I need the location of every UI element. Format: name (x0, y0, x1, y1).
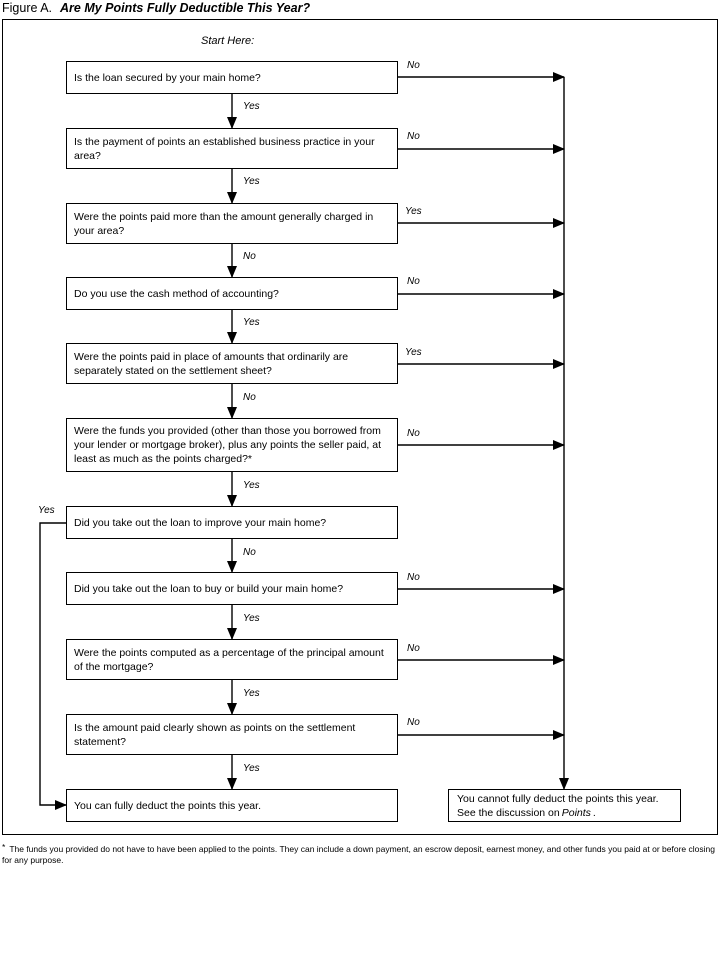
side-label-3: Yes (405, 206, 422, 217)
question-text-5: Were the points paid in place of amounts… (74, 350, 349, 377)
question-text-9: Were the points computed as a percentage… (74, 646, 384, 673)
left-yes-path (39, 522, 67, 810)
question-box-9: Were the points computed as a percentage… (66, 639, 398, 680)
outcome-no-prefix: You cannot fully deduct the points this … (457, 792, 659, 819)
down-label-6: Yes (243, 480, 260, 491)
question-text-4: Do you use the cash method of accounting… (74, 287, 279, 300)
flowchart-frame (2, 19, 718, 835)
question-box-5: Were the points paid in place of amounts… (66, 343, 398, 384)
down-label-10: Yes (243, 763, 260, 774)
down-label-9: Yes (243, 688, 260, 699)
outcome-can-deduct-text: You can fully deduct the points this yea… (74, 799, 261, 812)
down-label-4: Yes (243, 317, 260, 328)
side-label-4: No (407, 276, 420, 287)
side-label-2: No (407, 131, 420, 142)
outcome-no-suffix: . (592, 806, 596, 819)
footnote-marker: * (2, 842, 6, 852)
question-text-6: Were the funds you provided (other than … (74, 425, 381, 465)
side-label-8: No (407, 572, 420, 583)
figure-label: Figure A. (2, 1, 53, 15)
question-box-7: Did you take out the loan to improve you… (66, 506, 398, 539)
question-box-6: Were the funds you provided (other than … (66, 418, 398, 472)
figure-title: Figure A. Are My Points Fully Deductible … (2, 0, 310, 16)
question-text-7: Did you take out the loan to improve you… (74, 516, 327, 529)
side-label-5: Yes (405, 347, 422, 358)
down-label-3: No (243, 251, 256, 262)
side-label-6: No (407, 428, 420, 439)
figure-heading: Are My Points Fully Deductible This Year… (60, 1, 311, 15)
outcome-no-emph: Points (561, 806, 591, 819)
question-box-3: Were the points paid more than the amoun… (66, 203, 398, 244)
side-label-1: No (407, 60, 420, 71)
side-label-9: No (407, 643, 420, 654)
question-text-3: Were the points paid more than the amoun… (74, 210, 374, 237)
side-label-10: No (407, 717, 420, 728)
question-box-8: Did you take out the loan to buy or buil… (66, 572, 398, 605)
question-text-8: Did you take out the loan to buy or buil… (74, 582, 344, 595)
down-label-2: Yes (243, 176, 260, 187)
question-text-2: Is the payment of points an established … (74, 135, 375, 162)
down-label-8: Yes (243, 613, 260, 624)
down-label-1: Yes (243, 101, 260, 112)
down-label-7: No (243, 547, 256, 558)
question-box-1: Is the loan secured by your main home? (66, 61, 398, 94)
question-box-2: Is the payment of points an established … (66, 128, 398, 169)
question-text-10: Is the amount paid clearly shown as poin… (74, 721, 356, 748)
outcome-cannot-deduct-text: You cannot fully deduct the points this … (457, 792, 672, 820)
footnote-text: The funds you provided do not have to ha… (2, 844, 715, 865)
footnote: *The funds you provided do not have to h… (2, 842, 718, 866)
question-text-1: Is the loan secured by your main home? (74, 71, 261, 84)
start-label: Start Here: (201, 35, 255, 47)
question-box-10: Is the amount paid clearly shown as poin… (66, 714, 398, 755)
outcome-cannot-deduct: You cannot fully deduct the points this … (448, 789, 681, 822)
down-label-5: No (243, 392, 256, 403)
outcome-can-deduct: You can fully deduct the points this yea… (66, 789, 398, 822)
question-box-4: Do you use the cash method of accounting… (66, 277, 398, 310)
left-label-7: Yes (38, 505, 55, 516)
